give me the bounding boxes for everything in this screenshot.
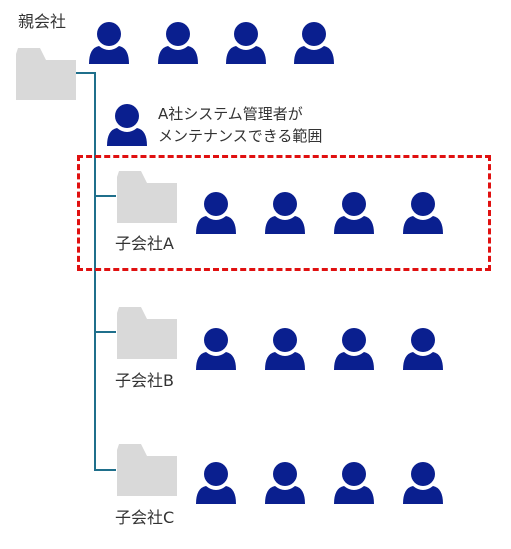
subsidiary-a-user-icon [403,192,443,234]
connector-trunk [94,72,96,471]
maintenance-scope-highlight [77,155,491,271]
subsidiary-c-folder-icon [117,444,177,496]
subsidiary-a-user-icon [265,192,305,234]
subsidiary-a-label: 子会社A [115,234,174,253]
subsidiary-b-label: 子会社B [115,371,174,390]
subsidiary-c-user-icon [196,462,236,504]
subsidiary-b-user-icon [403,328,443,370]
subsidiary-a-user-icon [196,192,236,234]
connector-line [76,72,96,74]
parent-user-icon [226,22,266,64]
subsidiary-b-user-icon [265,328,305,370]
subsidiary-b-user-icon [334,328,374,370]
connector-branch-b [94,331,116,333]
subsidiary-c-user-icon [334,462,374,504]
parent-company-label: 親会社 [18,12,67,31]
parent-user-icon [89,22,129,64]
parent-user-icon [294,22,334,64]
scope-note-line2: メンテナンスできる範囲 [158,127,323,145]
connector-branch-c [94,469,116,471]
subsidiary-b-user-icon [196,328,236,370]
parent-folder-icon [16,48,76,100]
scope-note-line1: A社システム管理者が [158,105,303,123]
connector-branch-a [94,195,116,197]
subsidiary-c-user-icon [403,462,443,504]
subsidiary-b-folder-icon [117,307,177,359]
subsidiary-a-user-icon [334,192,374,234]
subsidiary-a-folder-icon [117,171,177,223]
subsidiary-c-label: 子会社C [115,508,175,527]
subsidiary-c-user-icon [265,462,305,504]
admin-user-icon [107,104,147,146]
parent-user-icon [158,22,198,64]
